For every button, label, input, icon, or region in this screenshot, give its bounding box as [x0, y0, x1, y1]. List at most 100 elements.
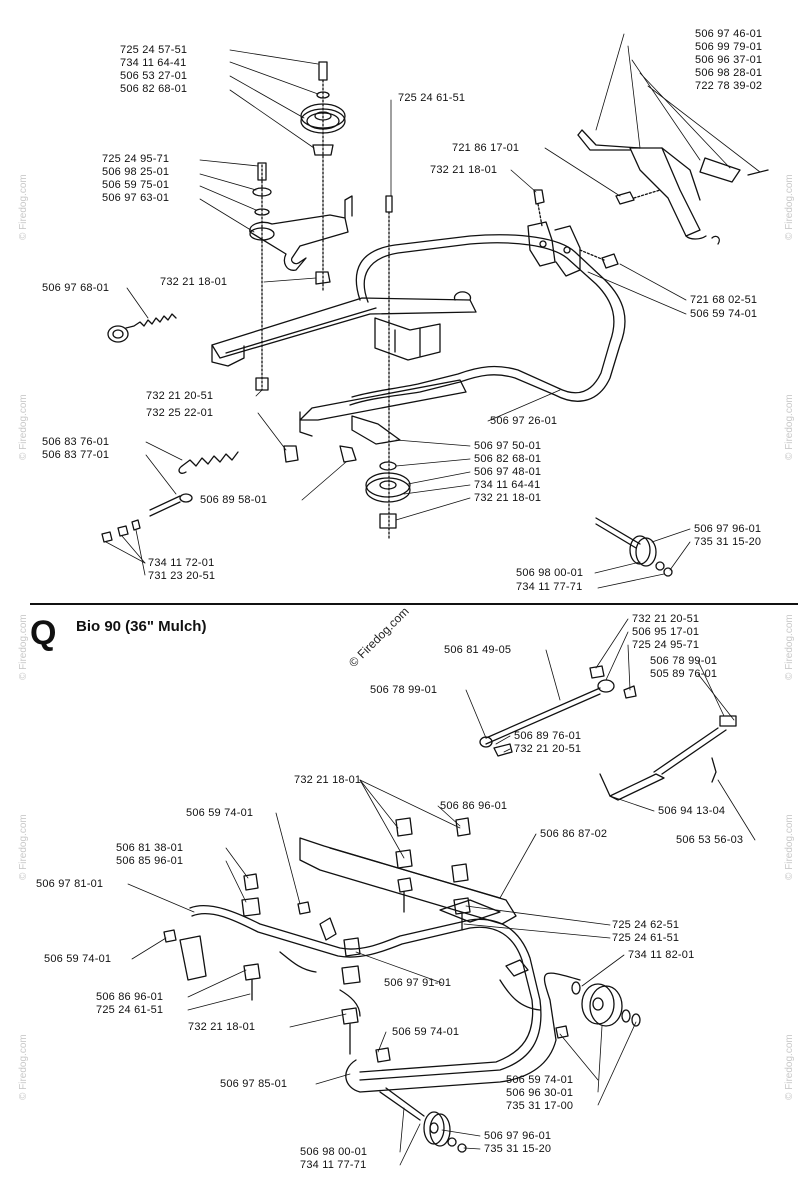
part-label: 506 99 79-01	[695, 41, 763, 53]
part-label: 506 53 27-01	[120, 70, 188, 82]
part-label: 506 94 13-04	[658, 805, 726, 817]
watermark: © Firedog.com	[784, 614, 795, 680]
part-label: 732 21 18-01	[474, 492, 542, 504]
part-label: 725 24 57-51	[120, 44, 188, 56]
gauge-wheel-lower	[379, 1087, 467, 1153]
watermark: © Firedog.com	[18, 394, 29, 460]
part-label: 506 59 74-01	[392, 1026, 460, 1038]
part-label: 506 96 30-01	[506, 1087, 574, 1099]
part-label: 732 21 18-01	[188, 1021, 256, 1033]
part-label: 506 97 81-01	[36, 878, 104, 890]
section-title: Bio 90 (36" Mulch)	[76, 618, 207, 635]
part-label: 732 21 18-01	[160, 276, 228, 288]
part-label: 506 97 50-01	[474, 440, 542, 452]
part-label: 722 78 39-02	[695, 80, 763, 92]
gauge-wheel-lower-right	[571, 981, 641, 1027]
right-mount-bracket	[527, 189, 619, 277]
watermark: © Firedog.com	[18, 614, 29, 680]
part-label: 725 24 61-51	[398, 92, 466, 104]
watermark: © Firedog.com	[784, 394, 795, 460]
part-label: 506 85 96-01	[116, 855, 184, 867]
section-letter: Q	[30, 614, 57, 652]
part-label: 506 53 56-03	[676, 834, 744, 846]
part-label: 721 68 02-51	[690, 294, 758, 306]
clamp-hardware	[163, 817, 569, 1063]
part-label: 721 86 17-01	[452, 142, 520, 154]
part-label: 506 98 00-01	[300, 1146, 368, 1158]
gauge-wheel-upper	[595, 517, 673, 577]
part-label: 505 89 76-01	[650, 668, 718, 680]
part-label: 506 97 63-01	[102, 192, 170, 204]
part-label: 506 97 46-01	[695, 28, 763, 40]
part-label: 734 11 72-01	[148, 557, 215, 569]
pulley-lower	[283, 415, 411, 529]
part-label: 732 21 20-51	[632, 613, 700, 625]
part-label: 735 31 15-20	[484, 1143, 552, 1155]
linkage-rod-right	[599, 715, 737, 801]
part-label: 732 21 18-01	[430, 164, 498, 176]
watermark: © Firedog.com	[18, 174, 29, 240]
part-label: 506 82 68-01	[120, 83, 188, 95]
part-label: 732 21 20-51	[514, 743, 582, 755]
part-label: 506 96 37-01	[695, 54, 763, 66]
part-label: 506 59 74-01	[44, 953, 112, 965]
pulley-upper	[300, 61, 346, 291]
part-label: 734 11 64-41	[120, 57, 187, 69]
part-label: 506 89 58-01	[200, 494, 268, 506]
part-label: 725 24 62-51	[612, 919, 680, 931]
part-label: 506 98 25-01	[102, 166, 170, 178]
watermark: © Firedog.com	[18, 814, 29, 880]
part-label: 506 97 68-01	[42, 282, 110, 294]
part-label: 506 86 96-01	[96, 991, 164, 1003]
lever-assembly	[577, 129, 769, 245]
watermark: © Firedog.com	[784, 174, 795, 240]
part-label: 734 11 64-41	[474, 479, 541, 491]
part-label: 506 59 75-01	[102, 179, 170, 191]
part-label: 506 59 74-01	[506, 1074, 574, 1086]
part-label: 731 23 20-51	[148, 570, 216, 582]
cross-members	[211, 291, 477, 437]
part-label: 506 86 87-02	[540, 828, 608, 840]
part-label: 732 21 20-51	[146, 390, 214, 402]
watermark: © Firedog.com	[18, 1034, 29, 1100]
part-label: 506 97 48-01	[474, 466, 542, 478]
part-label: 732 25 22-01	[146, 407, 214, 419]
part-label: 725 24 61-51	[96, 1004, 164, 1016]
part-label: 734 11 82-01	[628, 949, 695, 961]
tension-spring	[107, 313, 177, 343]
watermark: © Firedog.com	[784, 1034, 795, 1100]
part-label: 506 59 74-01	[186, 807, 254, 819]
part-label: 506 81 38-01	[116, 842, 184, 854]
watermark: © Firedog.com	[784, 814, 795, 880]
part-label: 506 86 96-01	[440, 800, 508, 812]
part-label: 725 24 61-51	[612, 932, 680, 944]
part-label: 735 31 15-20	[694, 536, 762, 548]
part-label: 506 98 28-01	[695, 67, 763, 79]
part-label: 506 97 91-01	[384, 977, 452, 989]
part-label: 506 97 96-01	[484, 1130, 552, 1142]
part-label: 506 97 26-01	[490, 415, 558, 427]
part-label: 506 59 74-01	[690, 308, 758, 320]
part-label: 732 21 18-01	[294, 774, 362, 786]
spring-rod	[101, 451, 239, 543]
part-label: 506 81 49-05	[444, 644, 512, 656]
part-label: 735 31 17-00	[506, 1100, 574, 1112]
part-label: 506 83 77-01	[42, 449, 110, 461]
part-label: 506 83 76-01	[42, 436, 110, 448]
part-label: 506 97 85-01	[220, 1078, 288, 1090]
mulch-deck-frame	[179, 837, 581, 1093]
part-label: 506 97 96-01	[694, 523, 762, 535]
part-label: 725 24 95-71	[102, 153, 170, 165]
part-label: 734 11 77-71	[516, 581, 583, 593]
part-label: 506 82 68-01	[474, 453, 542, 465]
part-label: 506 89 76-01	[514, 730, 582, 742]
idler-bracket	[249, 162, 353, 391]
nut-upper	[315, 271, 331, 285]
leader-lines-top	[105, 33, 761, 589]
main-frame-tube	[349, 234, 626, 406]
part-label: 506 95 17-01	[632, 626, 700, 638]
part-label: 506 98 00-01	[516, 567, 584, 579]
part-label: 506 78 99-01	[650, 655, 718, 667]
long-bolt	[385, 195, 393, 541]
